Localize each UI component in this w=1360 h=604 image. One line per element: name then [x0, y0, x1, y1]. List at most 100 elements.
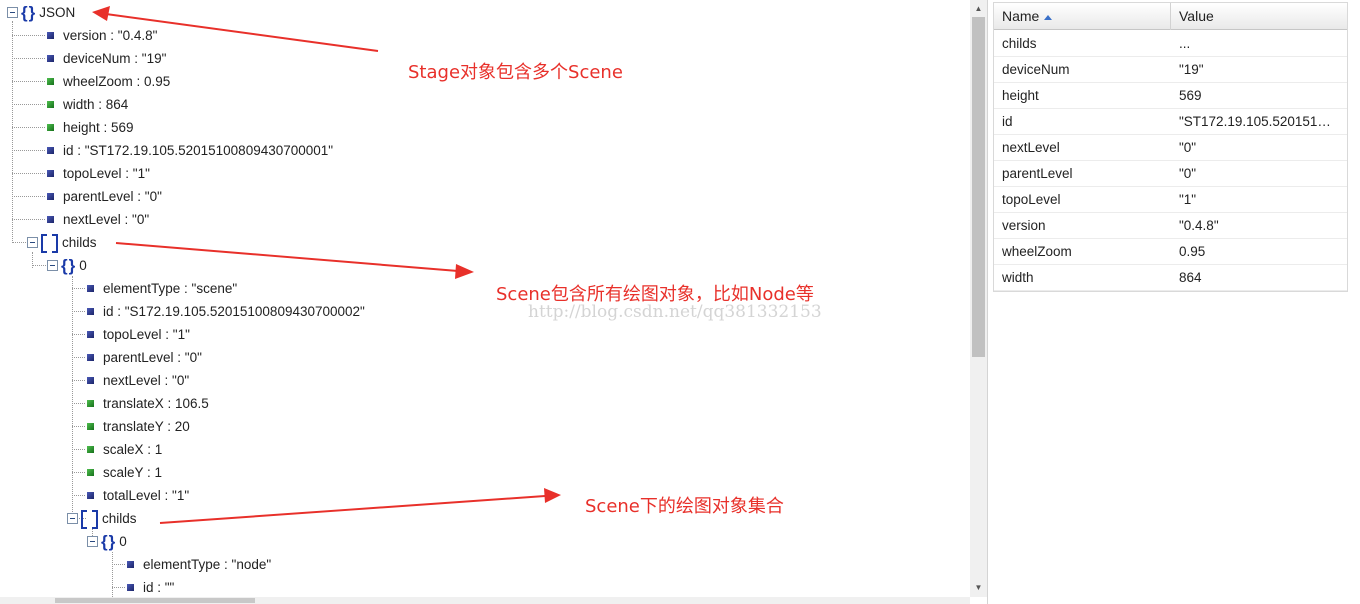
tree-leaf[interactable]: id : "S172.19.105.52015100809430700002" [87, 300, 365, 323]
tree-branch [12, 196, 45, 197]
property-row[interactable]: version"0.4.8" [994, 213, 1347, 239]
object-braces-icon: {} [21, 3, 37, 22]
property-name: width [1002, 270, 1034, 285]
tree-vertical-scrollbar[interactable]: ▲ ▼ [970, 0, 987, 597]
column-header-name[interactable]: Name [994, 3, 1171, 30]
sort-ascending-icon [1044, 14, 1053, 20]
tree-leaf[interactable]: parentLevel : "0" [47, 185, 162, 208]
tree-node-node[interactable]: {} 0 [87, 530, 127, 553]
column-header-value[interactable]: Value [1171, 3, 1347, 30]
tree-leaf[interactable]: nextLevel : "0" [47, 208, 149, 231]
scroll-down-arrow-icon[interactable]: ▼ [974, 583, 983, 592]
property-row[interactable]: id"ST172.19.105.520151… [994, 109, 1347, 135]
tree-leaf-label: topoLevel : "1" [63, 166, 150, 181]
array-brackets-icon [41, 234, 58, 253]
tree-leaf[interactable]: elementType : "scene" [87, 277, 237, 300]
scroll-thumb[interactable] [972, 17, 985, 357]
number-leaf-icon [87, 423, 94, 430]
string-leaf-icon [87, 354, 94, 361]
tree-leaf-label: height : 569 [63, 120, 134, 135]
annotation-scene: Scene包含所有绘图对象，比如Node等 [496, 284, 814, 305]
tree-node-childs[interactable]: childs [27, 231, 97, 254]
property-row[interactable]: childs... [994, 31, 1347, 57]
collapse-toggle-icon[interactable] [7, 7, 18, 18]
tree-guide-line [32, 252, 33, 268]
tree-leaf[interactable]: scaleX : 1 [87, 438, 162, 461]
property-value: 0.95 [1179, 244, 1206, 259]
tree-branch [12, 173, 45, 174]
collapse-toggle-icon[interactable] [27, 237, 38, 248]
tree-leaf-label: scaleY : 1 [103, 465, 163, 480]
string-leaf-icon [47, 55, 54, 62]
property-value: "0" [1179, 166, 1197, 181]
property-grid-header: Name Value [994, 3, 1347, 30]
tree-leaf-label: translateY : 20 [103, 419, 190, 434]
property-name: topoLevel [1002, 192, 1061, 207]
tree-leaf[interactable]: parentLevel : "0" [87, 346, 202, 369]
tree-leaf-label: elementType : "node" [143, 557, 272, 572]
property-row[interactable]: topoLevel "1" [994, 187, 1347, 213]
tree-leaf[interactable]: scaleY : 1 [87, 461, 162, 484]
tree-node-scene[interactable]: {} 0 [47, 254, 87, 277]
string-leaf-icon [87, 377, 94, 384]
tree-leaf[interactable]: elementType : "node" [127, 553, 271, 576]
string-leaf-icon [127, 561, 134, 568]
tree-leaf[interactable]: version : "0.4.8" [47, 24, 157, 47]
tree-leaf-label: width : 864 [63, 97, 129, 112]
column-header-label: Name [1002, 8, 1040, 24]
number-leaf-icon [87, 469, 94, 476]
collapse-toggle-icon[interactable] [47, 260, 58, 271]
tree-branch [12, 81, 45, 82]
tree-guide-line [112, 552, 113, 597]
tree-leaf[interactable]: topoLevel : "1" [87, 323, 190, 346]
tree-branch [12, 35, 45, 36]
tree-leaf[interactable]: deviceNum : "19" [47, 47, 166, 70]
tree-node-label: 0 [79, 258, 87, 273]
collapse-toggle-icon[interactable] [67, 513, 78, 524]
tree-node-label: childs [62, 235, 97, 250]
tree-leaf-label: elementType : "scene" [103, 281, 238, 296]
tree-branch [72, 495, 85, 496]
property-value: "1" [1179, 192, 1197, 207]
tree-horizontal-scrollbar[interactable] [0, 597, 970, 604]
tree-branch [72, 380, 85, 381]
scroll-thumb[interactable] [55, 598, 255, 603]
tree-branch [72, 288, 85, 289]
tree-leaf[interactable]: totalLevel : "1" [87, 484, 189, 507]
property-row[interactable]: parentLevel"0" [994, 161, 1347, 187]
property-name: deviceNum [1002, 62, 1070, 77]
tree-leaf[interactable]: topoLevel : "1" [47, 162, 150, 185]
scroll-up-arrow-icon[interactable]: ▲ [974, 4, 983, 13]
tree-leaf[interactable]: translateY : 20 [87, 415, 190, 438]
tree-node-label: 0 [119, 534, 127, 549]
property-row[interactable]: deviceNum "19" [994, 57, 1347, 83]
tree-node-root[interactable]: {} JSON [7, 1, 75, 24]
tree-leaf-label: parentLevel : "0" [63, 189, 162, 204]
tree-branch [12, 150, 45, 151]
property-name: nextLevel [1002, 140, 1060, 155]
tree-leaf[interactable]: width : 864 [47, 93, 128, 116]
tree-branch [72, 311, 85, 312]
tree-leaf-label: scaleX : 1 [103, 442, 163, 457]
number-leaf-icon [87, 400, 94, 407]
tree-leaf[interactable]: id : "" [127, 576, 174, 597]
property-row[interactable]: nextLevel"0" [994, 135, 1347, 161]
property-value: ... [1179, 36, 1191, 51]
property-name: childs [1002, 36, 1037, 51]
tree-leaf[interactable]: height : 569 [47, 116, 134, 139]
tree-leaf-label: wheelZoom : 0.95 [63, 74, 171, 89]
property-value: "19" [1179, 62, 1204, 77]
tree-leaf[interactable]: wheelZoom : 0.95 [47, 70, 170, 93]
tree-branch [72, 518, 86, 519]
tree-leaf[interactable]: translateX : 106.5 [87, 392, 209, 415]
tree-leaf[interactable]: id : "ST172.19.105.52015100809430700001" [47, 139, 333, 162]
property-value: "ST172.19.105.520151… [1179, 114, 1331, 129]
tree-node-scene-childs[interactable]: childs [67, 507, 137, 530]
tree-leaf[interactable]: nextLevel : "0" [87, 369, 189, 392]
string-leaf-icon [87, 308, 94, 315]
string-leaf-icon [87, 285, 94, 292]
collapse-toggle-icon[interactable] [87, 536, 98, 547]
